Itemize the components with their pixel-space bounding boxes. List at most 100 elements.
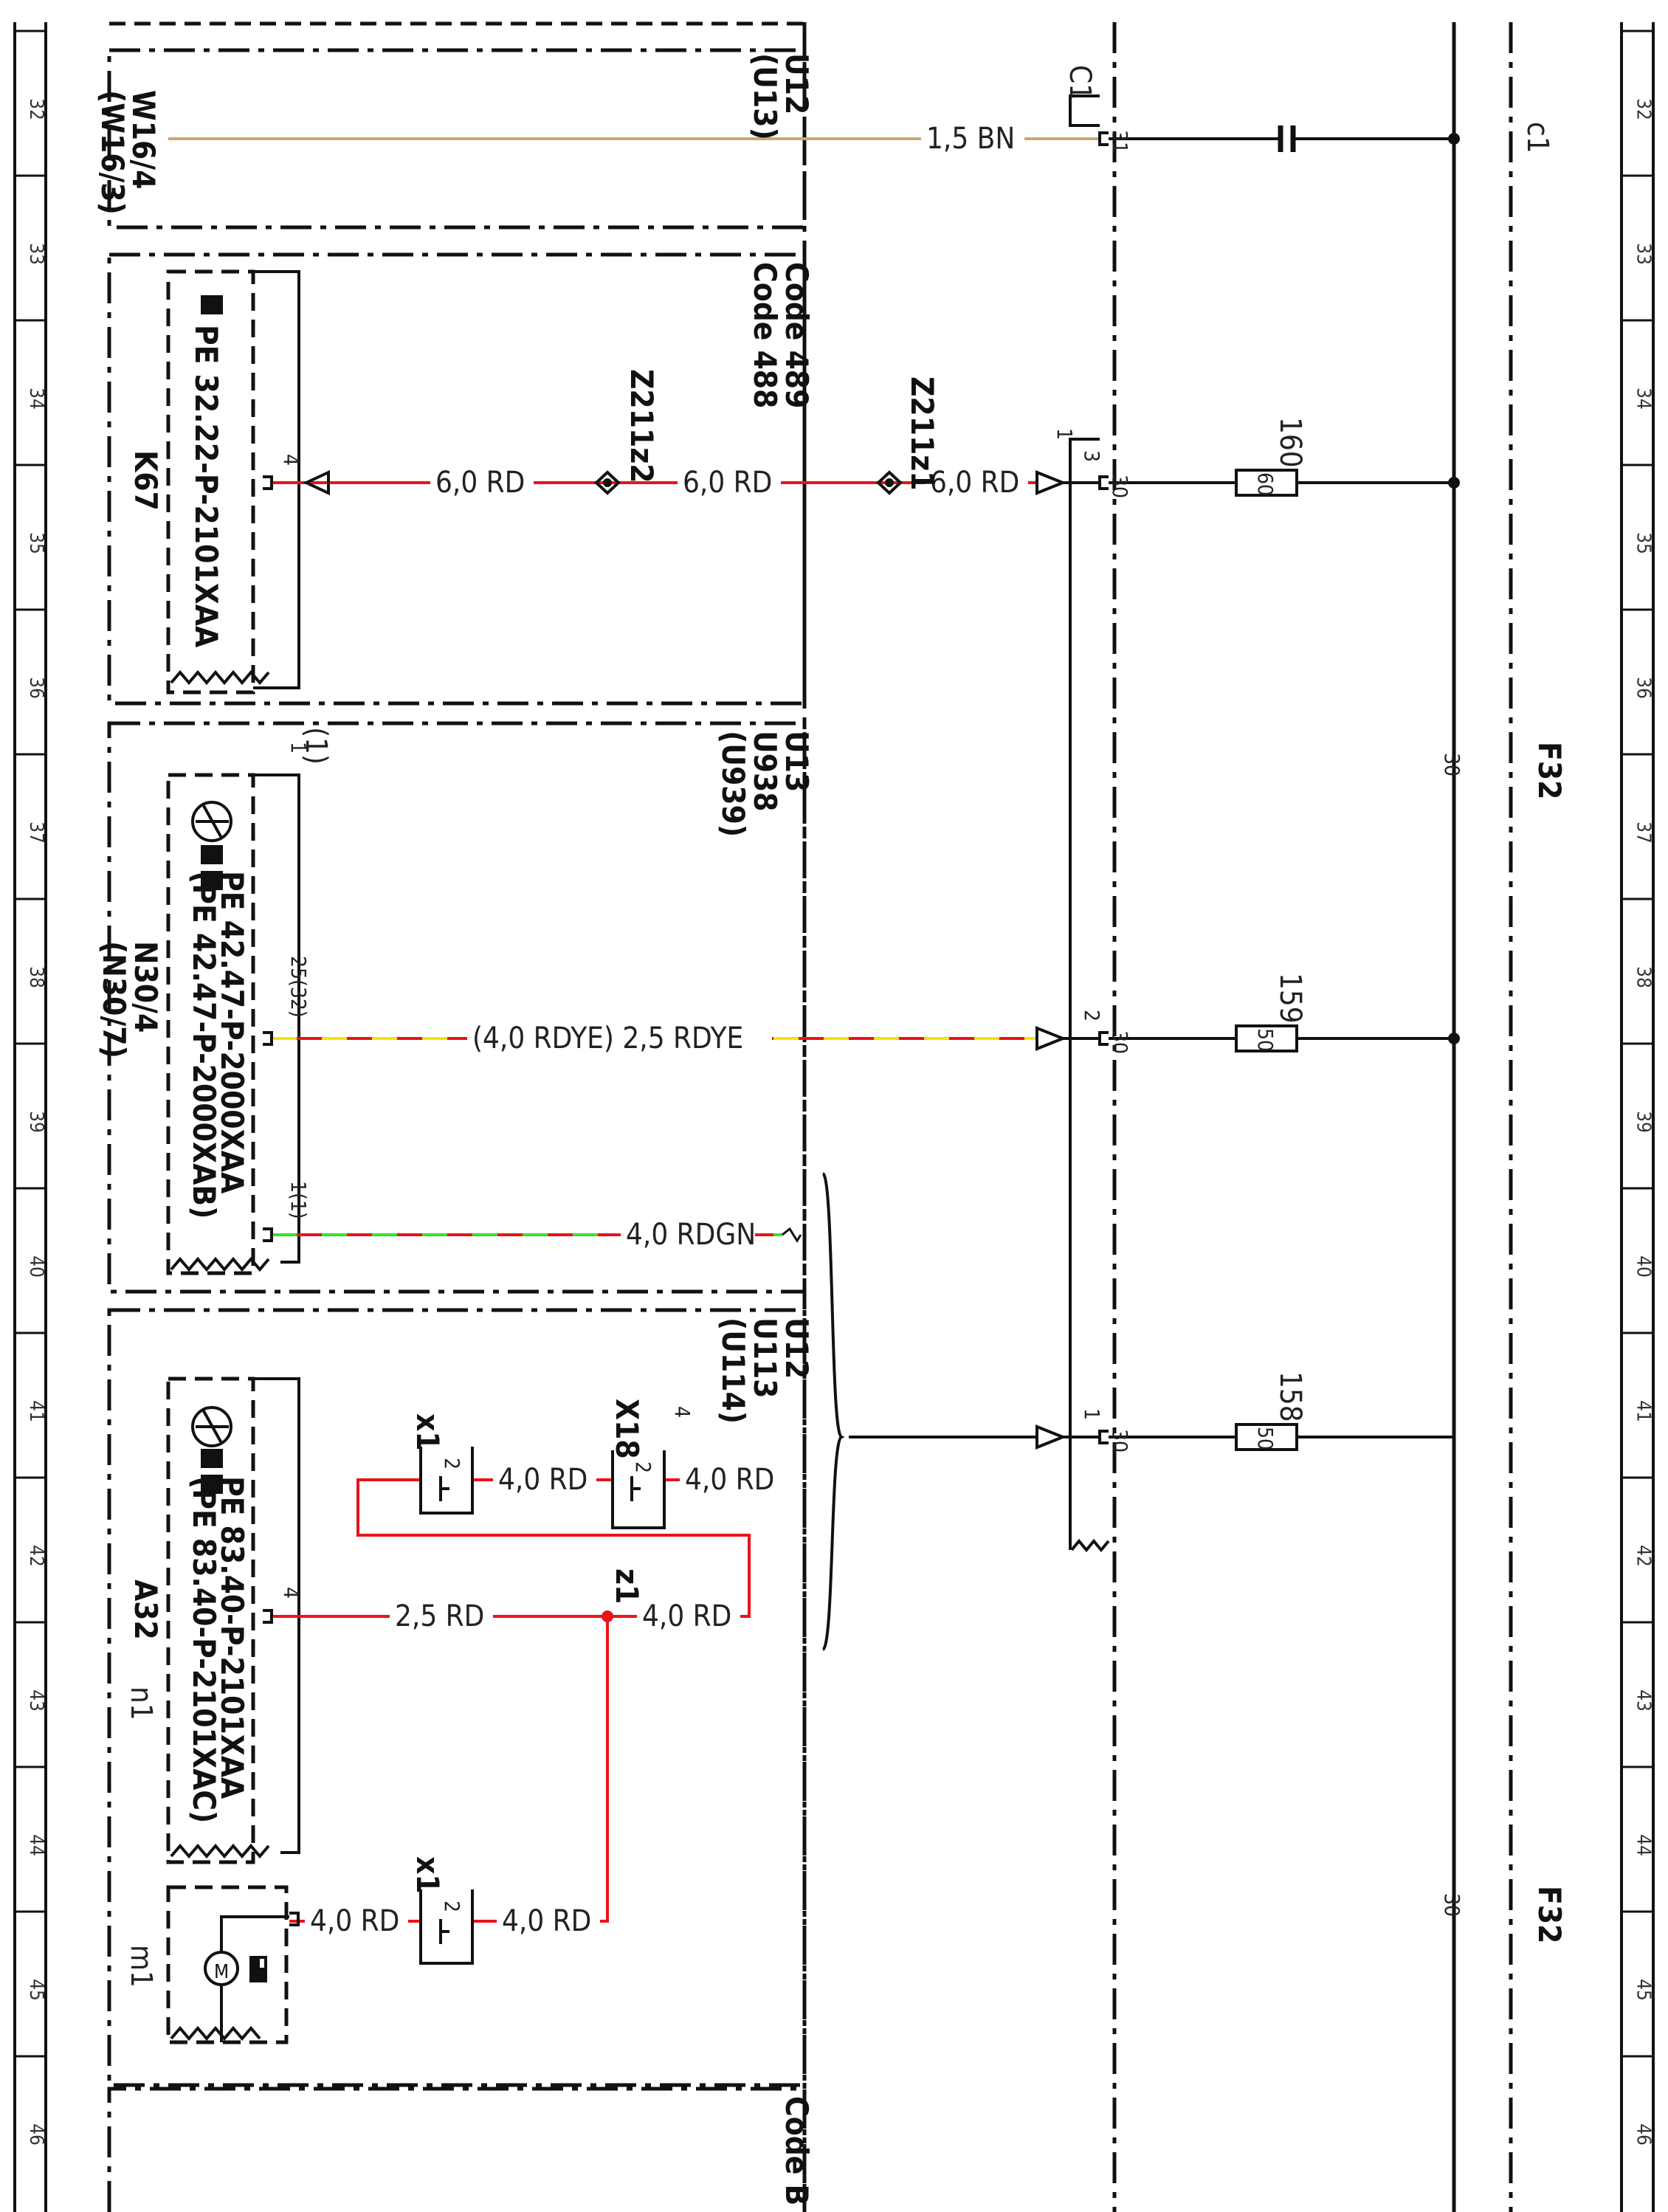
pin-n30-1-alt: (1) (299, 727, 333, 765)
connector-c1: C1 (1063, 65, 1097, 100)
wire-label-4-0-rd-a-bg (680, 1461, 783, 1490)
connector-arrow (1035, 1026, 1067, 1051)
module-code-488: Code 488 (747, 262, 783, 408)
row-number: 35 (25, 532, 47, 554)
pin-1-bot: 1 (1080, 1408, 1104, 1420)
pin-30a: 30 (1108, 475, 1132, 498)
module-box-n30 (107, 721, 807, 1294)
row-number: 42 (25, 1545, 47, 1567)
module-box-k67 (107, 252, 807, 706)
fuse-box-f32-top: F32 (1531, 742, 1568, 799)
pin-3: 3 (1080, 450, 1104, 462)
junction-dot-z1 (602, 1610, 613, 1622)
module-id-w16: W16/4 (125, 90, 162, 189)
connector-x1b: x1 (410, 1856, 446, 1894)
module-icon-a32 (191, 1406, 232, 1447)
module-code-489: Code 489 (779, 262, 815, 408)
wire-label-1-5-bn-bg (921, 120, 1024, 149)
fuse-amp-50a: 50 (1253, 1028, 1278, 1052)
fuse-box-f32-bottom: F32 (1531, 1886, 1568, 1943)
wire-label-4-0-rd-e-bg (305, 1902, 408, 1932)
row-number: 33 (25, 243, 47, 265)
wire-label-6-0-rd-2: 6,0 RD (683, 466, 772, 500)
wire-label-4-0-rd-c: 4,0 RD (642, 1599, 731, 1633)
svg-text:M: M (214, 1961, 229, 1983)
wire-label-4-0-rd-d: 4,0 RD (502, 1904, 591, 1938)
pin-n30-1-1: 1(1) (286, 1181, 311, 1219)
wire-label-6-0-rd-1: 6,0 RD (930, 466, 1019, 500)
module-icon-n30 (191, 801, 232, 842)
wire-rdgn-end (782, 1227, 802, 1243)
pin-k67-4: 4 (279, 454, 303, 466)
module-ref-n30-2: (PE 42.47-P-2000XAB) (186, 871, 222, 1219)
wire-label-6-0-rd-3-bg (430, 464, 534, 493)
module-id-a32: A32 (128, 1579, 164, 1640)
pin-30c: 30 (1108, 1429, 1132, 1453)
module-code-u13b: U13 (779, 731, 815, 792)
wire-label-4-0-rd-c-bg (637, 1597, 740, 1627)
fuse-amp-60: 60 (1253, 472, 1278, 496)
wire-label-1-5-bn: 1,5 BN (926, 122, 1015, 156)
row-number: 43 (25, 1689, 47, 1712)
module-ref-a32-1: PE 83.40-P-2101XAA (214, 1476, 250, 1799)
a32-component-box (166, 1377, 255, 1864)
wire-z1-x1b (472, 1616, 609, 1923)
row-number: 42 (1633, 1545, 1655, 1567)
splice-z211z2-icon (594, 470, 621, 495)
bus-30-label-bottom: 30 (1440, 1893, 1464, 1917)
row-number: 36 (1633, 677, 1655, 699)
pin-terminals (263, 131, 1109, 1926)
row-number: 40 (1633, 1255, 1655, 1278)
module-code-u939: (U939) (715, 731, 751, 837)
wire-label-2-5-rd-bg (390, 1597, 493, 1627)
wire-label-rdgn-bg (621, 1216, 755, 1245)
module-alt-w16: (W16/3) (94, 90, 131, 215)
module-id-k67: K67 (128, 450, 164, 511)
motor-icon: M (204, 1915, 289, 2042)
fuse-amp-50b: 50 (1253, 1427, 1278, 1450)
pin-n30-1: 1 (286, 742, 311, 754)
brace-symbol (821, 1172, 845, 1651)
connector-x1a-icon (419, 1447, 474, 1515)
module-code-u114: (U114) (715, 1317, 751, 1424)
m1-component-box (166, 1885, 289, 2044)
fuse-158 (1235, 1423, 1298, 1451)
symbols: M (191, 125, 1460, 2042)
row-number: 46 (1633, 2123, 1655, 2146)
wire-label-4-0-rd-e: 4,0 RD (310, 1904, 399, 1938)
bus-30-label-top: 30 (1440, 753, 1464, 776)
splice-z211z1: Z211z1 (904, 376, 940, 491)
module-ref-a32-2: (PE 83.40-P-2101XAC) (186, 1476, 222, 1823)
break-lines (170, 669, 1110, 2042)
row-number: 45 (25, 1979, 47, 2001)
wire-label-4-0-rd-b-bg (493, 1461, 596, 1490)
pin-n30-25: 25(32) (286, 956, 311, 1018)
splice-z211z1-icon (876, 470, 903, 495)
pin-x18-4: 4 (670, 1406, 695, 1418)
module-code-u113: U113 (747, 1317, 783, 1399)
row-number: 37 (25, 821, 47, 844)
row-number: 38 (1633, 966, 1655, 988)
pin-a32-4: 4 (279, 1587, 303, 1599)
row-number: 40 (25, 1255, 47, 1278)
k67-component-box (166, 269, 255, 695)
row-number: 43 (1633, 1689, 1655, 1712)
module-code-u12b: U12 (779, 1317, 815, 1379)
row-number: 36 (25, 677, 47, 699)
pin-x1b-2: 2 (440, 1901, 464, 1912)
module-id-n30: N30/4 (128, 941, 164, 1033)
fuse-number-158: 158 (1273, 1371, 1307, 1422)
junction-dot (1448, 477, 1460, 489)
wire-label-rdgn: 4,0 RDGN (626, 1218, 756, 1252)
module-code-u12: U12 (779, 53, 815, 114)
module-ref-k67: PE 32.22-P-2101XAA (188, 325, 224, 648)
pin-x18-2: 2 (631, 1461, 655, 1473)
row-number: 33 (1633, 243, 1655, 265)
module-code-bottom: Code B (779, 2096, 815, 2205)
connector-x1a: x1 (410, 1413, 446, 1451)
wire-label-4-0-rd-d-bg (497, 1902, 600, 1932)
splice-z1: z1 (609, 1568, 645, 1604)
